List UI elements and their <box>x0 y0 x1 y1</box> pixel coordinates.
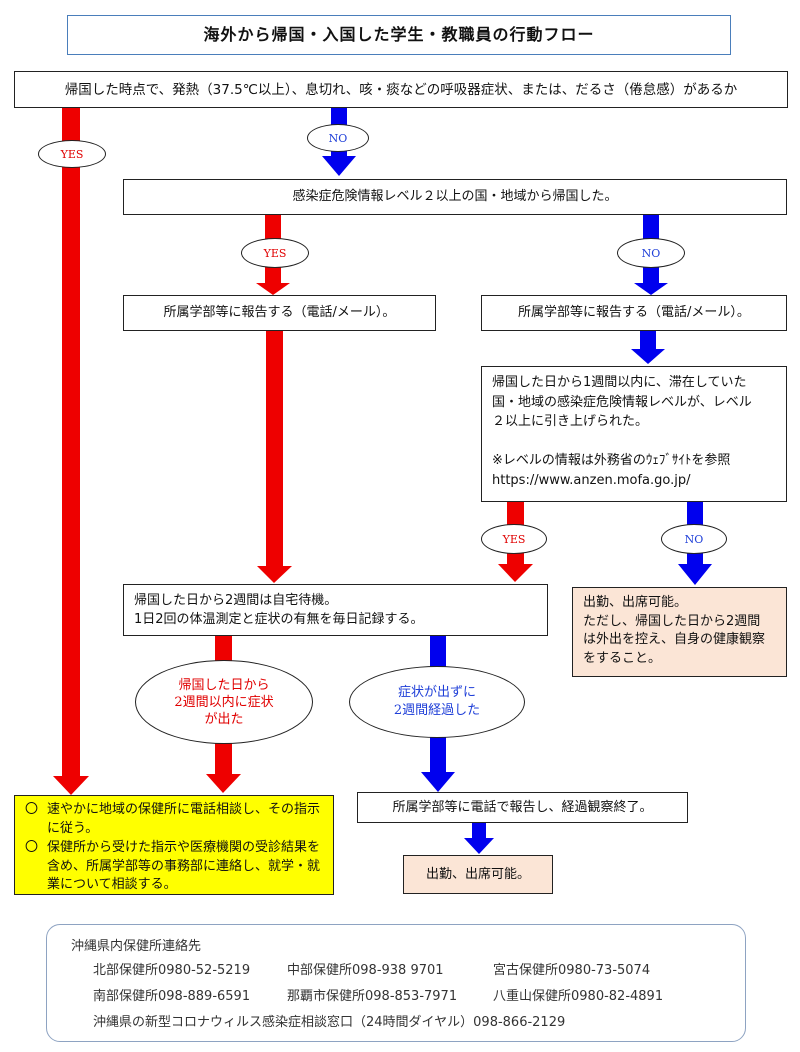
contact-south: 南部保健所098-889-6591 <box>93 989 251 1004</box>
arrow-report-to-raised <box>631 331 665 364</box>
bullet-icon: 〇 <box>25 840 39 855</box>
contact-north: 北部保健所0980-52-5219 <box>93 963 251 978</box>
symptom-within-2weeks-label: 帰国した日から 2週間以内に症状 が出た <box>135 660 313 744</box>
contacts-heading: 沖縄県内保健所連絡先 <box>71 939 202 954</box>
contact-miyako: 宮古保健所0980-73-5074 <box>493 963 651 978</box>
page-title: 海外から帰国・入国した学生・教職員の行動フロー <box>67 15 731 55</box>
contact-hotline: 沖縄県の新型コロナウィルス感染症相談窓口（24時間ダイヤル）098-866-21… <box>93 1015 566 1030</box>
arrow-end <box>464 823 494 854</box>
report-box-right: 所属学部等に報告する（電話/メール）。 <box>481 295 787 331</box>
yes-label: YES <box>241 238 309 268</box>
contact-item-text: 保健所から受けた指示や医療機関の受診結果を含め、所属学部等の事務部に連絡し、就学… <box>47 840 321 892</box>
attend-with-caution-box: 出勤、出席可能。 ただし、帰国した日から2週間 は外出を控え、自身の健康観察 を… <box>572 587 787 677</box>
contact-health-center-box: 〇 速やかに地域の保健所に電話相談し、その指示に従う。 〇 保健所から受けた指示… <box>14 795 334 895</box>
report-box-left: 所属学部等に報告する（電話/メール）。 <box>123 295 436 331</box>
no-label: NO <box>661 524 727 554</box>
bullet-icon: 〇 <box>25 802 39 817</box>
contact-yaeyama: 八重山保健所0980-82-4891 <box>493 989 664 1004</box>
no-symptom-2weeks-label: 症状が出ずに 2週間経過した <box>349 666 525 738</box>
contact-naha: 那覇市保健所098-853-7971 <box>287 989 458 1004</box>
question-risk-level-box: 感染症危険情報レベル２以上の国・地域から帰国した。 <box>123 179 787 215</box>
contact-item: 〇 速やかに地域の保健所に電話相談し、その指示に従う。 <box>25 801 323 838</box>
contact-central: 中部保健所098-938 9701 <box>287 963 444 978</box>
arrow-yes-q1 <box>53 108 89 795</box>
attend-ok-box: 出勤、出席可能。 <box>403 855 553 894</box>
contact-item-text: 速やかに地域の保健所に電話相談し、その指示に従う。 <box>47 802 321 836</box>
yes-label: YES <box>481 524 547 554</box>
no-label: NO <box>617 238 685 268</box>
contact-item: 〇 保健所から受けた指示や医療機関の受診結果を含め、所属学部等の事務部に連絡し、… <box>25 839 323 895</box>
yes-label: YES <box>38 140 106 168</box>
report-end-box: 所属学部等に電話で報告し、経過観察終了。 <box>357 792 688 823</box>
home-wait-box: 帰国した日から2週間は自宅待機。 1日2回の体温測定と症状の有無を毎日記録する。 <box>123 584 548 636</box>
raised-level-box: 帰国した日から1週間以内に、滞在していた 国・地域の感染症危険情報レベルが、レベ… <box>481 366 787 502</box>
question-symptoms-box: 帰国した時点で、発熱（37.5℃以上）、息切れ、咳・痰などの呼吸器症状、または、… <box>14 71 788 108</box>
arrow-report-to-homewait <box>257 331 292 583</box>
no-label: NO <box>307 124 369 152</box>
health-center-contacts-panel: 沖縄県内保健所連絡先 北部保健所0980-52-5219 中部保健所098-93… <box>46 924 746 1042</box>
